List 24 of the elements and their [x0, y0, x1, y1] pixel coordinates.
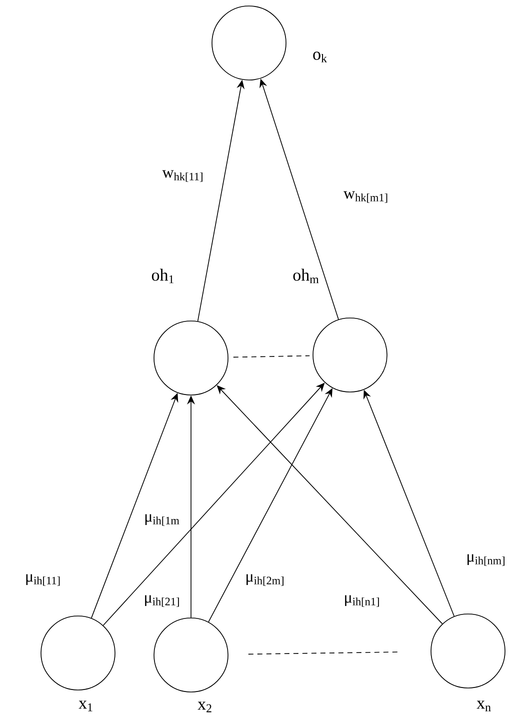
neuron-circle	[312, 318, 388, 392]
arrow	[216, 385, 443, 624]
neuron-circle	[212, 6, 286, 80]
dashed-line	[248, 652, 400, 655]
node-label: x$_{n}$	[476, 700, 491, 712]
arrow	[102, 382, 325, 626]
neuron-circle	[154, 618, 228, 692]
node-label: x$_{1}$	[78, 700, 92, 712]
weight-label: μ$_{ih[n1]}$	[342, 594, 382, 608]
weight-label: μ$_{ih[11]}$	[24, 573, 62, 587]
weight-label: μ$_{ih[1m}$	[143, 513, 181, 527]
node-label: x$_{2}$	[198, 702, 212, 712]
weight-label: μ$_{ih[nm]}$	[465, 553, 507, 567]
neuron-circle	[40, 616, 116, 690]
node-label: oh$_{m}$	[293, 268, 319, 284]
node-label: oh$_{1}$	[152, 268, 174, 284]
weight-label: μ$_{ih[21]}$	[142, 594, 182, 608]
node-label: o$_{k}$	[313, 52, 327, 62]
dashed-line	[233, 355, 310, 358]
neuron-circle	[154, 320, 228, 396]
weight-label: μ$_{ih[2m]}$	[244, 573, 286, 587]
weight-label: w$_{hk[11]}$	[161, 169, 205, 183]
weight-label: w$_{hk[m1]}$	[342, 190, 390, 204]
neuron-circle	[430, 614, 506, 688]
